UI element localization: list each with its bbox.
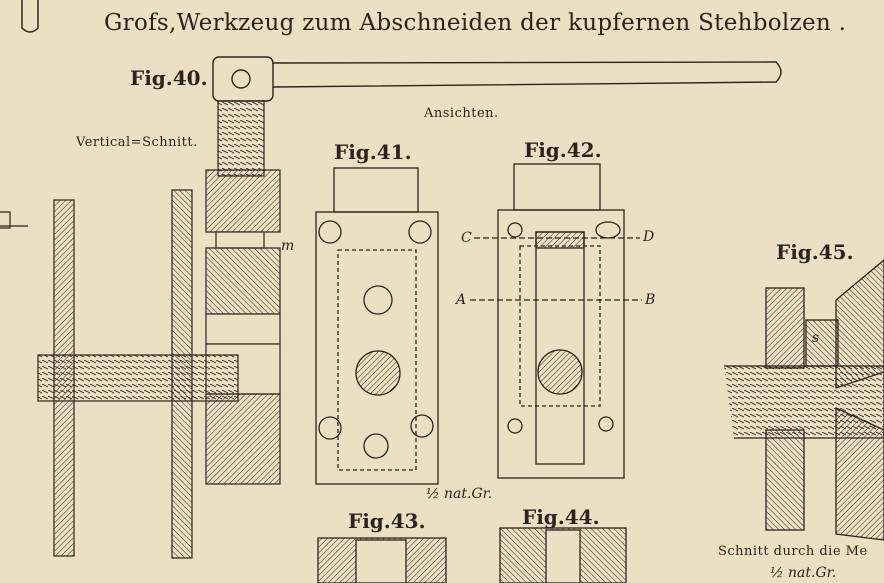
mark-s: s [812,330,820,346]
fig43-label: Fig.43. [348,509,426,533]
vertical-section-label: Vertical=Schnitt. [76,135,198,150]
plate-title: Grofs,Werkzeug zum Abschneiden der kupfe… [104,10,847,36]
fig41-view [315,167,439,485]
mark-b: B [645,292,656,308]
mark-c: C [461,230,472,246]
ansichten-label: Ansichten. [424,106,499,121]
mark-a: A [456,292,467,308]
fig42-view [470,163,642,479]
section-caption: Schnitt durch die Me [718,544,868,559]
fig40-section [0,100,281,559]
fig44-view [499,527,627,583]
fig40-label: Fig.40. [130,66,208,90]
fig40-lever [212,56,782,102]
fig45-label: Fig.45. [776,240,854,264]
scale-label-2: ½ nat.Gr. [770,565,837,581]
scale-label-1: ½ nat.Gr. [426,486,493,502]
fig43-view [317,537,447,583]
fig42-label: Fig.42. [524,138,602,162]
fig41-label: Fig.41. [334,140,412,164]
mark-d: D [643,229,655,245]
fig44-label: Fig.44. [522,505,600,529]
corner-fragment [21,0,39,33]
fig45-view [724,259,884,541]
mark-m: m [281,238,295,254]
